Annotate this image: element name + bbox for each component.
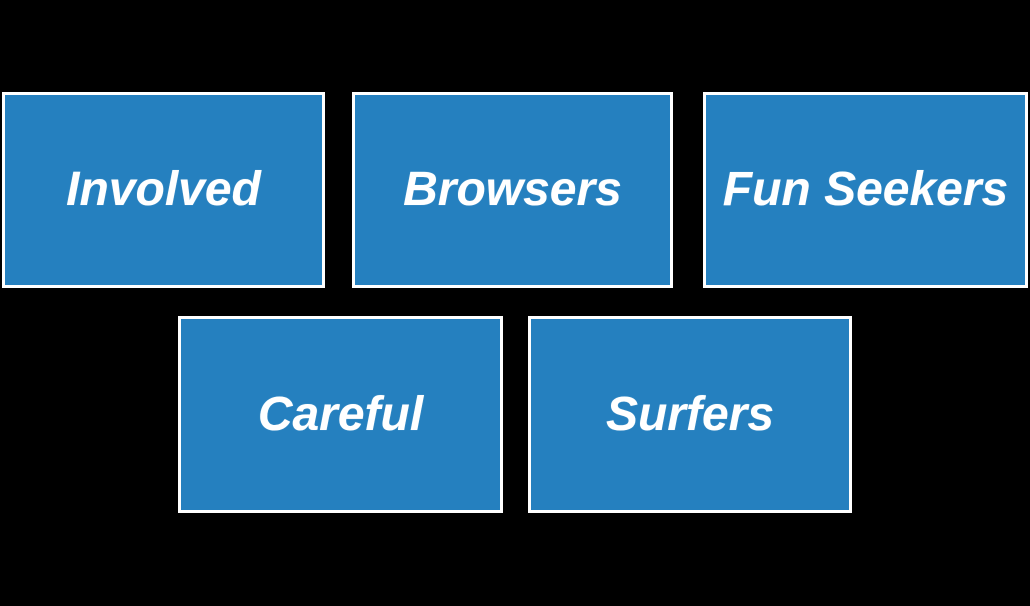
segment-label-careful: Careful <box>257 387 424 441</box>
segment-label-surfers: Surfers <box>605 387 775 441</box>
segment-box-careful: Careful <box>178 316 503 513</box>
segment-box-fun-seekers: Fun Seekers <box>703 92 1028 288</box>
segment-box-surfers: Surfers <box>528 316 852 513</box>
segment-label-fun-seekers: Fun Seekers <box>722 163 1009 216</box>
segment-box-involved: Involved <box>2 92 325 288</box>
segment-box-browsers: Browsers <box>352 92 673 288</box>
segment-label-browsers: Browsers <box>403 163 622 216</box>
segment-label-involved: Involved <box>66 163 261 216</box>
